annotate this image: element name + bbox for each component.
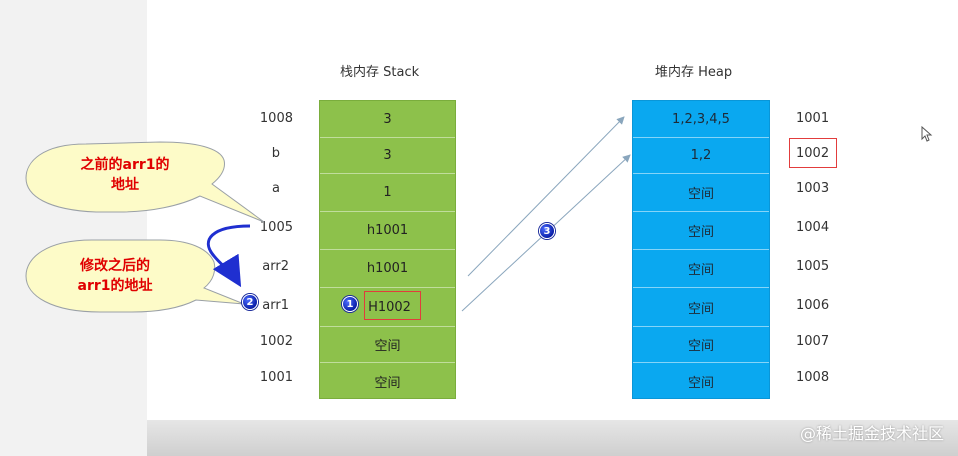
stack-cell: 3 xyxy=(320,101,455,138)
callout-after-bubble xyxy=(25,239,245,313)
stack-label: 1005 xyxy=(259,220,293,235)
heap-cell: 空间 xyxy=(633,250,769,288)
step-badge-1: 1 xyxy=(342,296,358,312)
heap-column: 1,2,3,4,5 1,2 空间 空间 空间 空间 空间 空间 xyxy=(632,100,770,399)
heap-label: 1004 xyxy=(796,220,830,235)
heap-label: 1002 xyxy=(796,146,830,161)
stack-label: 1001 xyxy=(259,370,293,385)
heap-cell: 空间 xyxy=(687,375,714,391)
watermark: @稀土掘金技术社区 xyxy=(799,424,944,443)
stack-cell: 空间 xyxy=(374,375,401,391)
heap-cell: 空间 xyxy=(633,174,769,212)
stack-cell: 1 xyxy=(320,174,455,212)
left-margin xyxy=(0,0,147,456)
heap-label: 1008 xyxy=(796,370,830,385)
step-badge-3: 3 xyxy=(539,223,555,239)
heap-cell: 1,2,3,4,5 xyxy=(633,101,769,138)
heap-1002-highlight xyxy=(789,138,837,168)
stack-label: arr2 xyxy=(262,259,289,274)
stack-cell: h1001 xyxy=(320,212,455,250)
stack-label: 1008 xyxy=(259,111,293,126)
callout-before-line2: 地址 xyxy=(111,177,139,193)
stack-cell: 空间 xyxy=(320,327,455,363)
mouse-cursor-icon xyxy=(921,126,933,142)
stack-label: arr1 xyxy=(262,298,289,313)
stack-label: 1002 xyxy=(259,334,293,349)
bottom-bar xyxy=(147,420,958,456)
stack-column: 3 3 1 h1001 h1001 H1002 空间 空间 xyxy=(319,100,456,399)
callout-after-line1: 修改之后的 xyxy=(80,258,150,274)
callout-after-text: 修改之后的 arr1的地址 xyxy=(40,256,190,296)
stack-cell: h1001 xyxy=(320,250,455,288)
heap-label: 1005 xyxy=(796,259,830,274)
callout-before-bubble xyxy=(25,141,265,223)
callout-before-line1: 之前的arr1的 xyxy=(80,157,170,173)
heap-label: 1006 xyxy=(796,298,830,313)
heap-label: 1003 xyxy=(796,181,830,196)
heap-title: 堆内存 Heap xyxy=(655,65,733,80)
heap-cell: 空间 xyxy=(633,327,769,363)
stack-label: a xyxy=(272,181,280,196)
heap-cell: 空间 xyxy=(633,288,769,327)
heap-label: 1007 xyxy=(796,334,830,349)
pointer-arrow-to-1001 xyxy=(467,116,625,277)
stack-title: 栈内存 Stack xyxy=(340,65,420,80)
heap-cell: 1,2 xyxy=(633,138,769,174)
stack-cell-arr1: H1002 xyxy=(320,288,455,327)
slide-area xyxy=(147,0,958,420)
step-badge-2: 2 xyxy=(242,294,258,310)
stack-label: b xyxy=(271,146,280,161)
heap-cell: 空间 xyxy=(633,212,769,250)
heap-label: 1001 xyxy=(796,111,830,126)
stack-cell: 3 xyxy=(320,138,455,174)
arr1-value-highlight xyxy=(364,291,421,320)
callout-before-text: 之前的arr1的 地址 xyxy=(50,155,200,195)
address-change-arrow xyxy=(207,224,251,288)
callout-after-line2: arr1的地址 xyxy=(77,278,153,294)
